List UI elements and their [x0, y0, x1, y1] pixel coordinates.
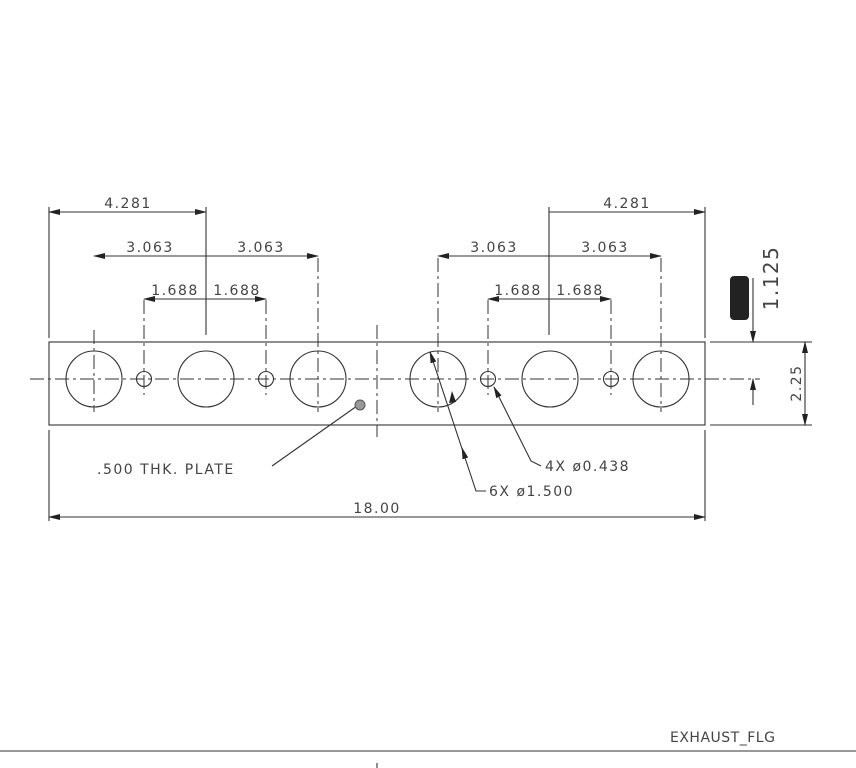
hole-centerlines [93, 258, 662, 412]
dim-left-inner-b: 1.688 [213, 283, 261, 299]
note-large-holes: 6X ø1.500 [489, 484, 574, 500]
dim-right-outer: 4.281 [603, 196, 651, 212]
dim-right-inner-b: 1.688 [556, 283, 604, 299]
large-hole [521, 350, 579, 408]
dim-left-outer: 4.281 [104, 196, 152, 212]
note-small-holes: 4X ø0.438 [545, 459, 630, 475]
extension-lines [48, 207, 812, 521]
dim-center-height: 1.125 [759, 246, 783, 311]
dim-right-mid-b: 3.063 [581, 240, 629, 256]
large-hole [177, 350, 235, 408]
arrow-head [449, 391, 456, 403]
dim-left-mid-a: 3.063 [126, 240, 174, 256]
dim-right-mid-a: 3.063 [470, 240, 518, 256]
note-plate-thickness: .500 THK. PLATE [97, 462, 235, 478]
dim-left-mid-b: 3.063 [237, 240, 285, 256]
dimension-lines [48, 209, 808, 520]
dim-right-inner-a: 1.688 [494, 283, 542, 299]
dim-height: 2.25 [789, 364, 805, 401]
dim-overall-length: 18.00 [353, 501, 401, 517]
leaders [271, 351, 542, 492]
title-block-name: EXHAUST_FLG [670, 730, 775, 746]
dim-left-inner-a: 1.688 [151, 283, 199, 299]
leader-dot [354, 399, 366, 411]
ink-blot [730, 276, 749, 320]
